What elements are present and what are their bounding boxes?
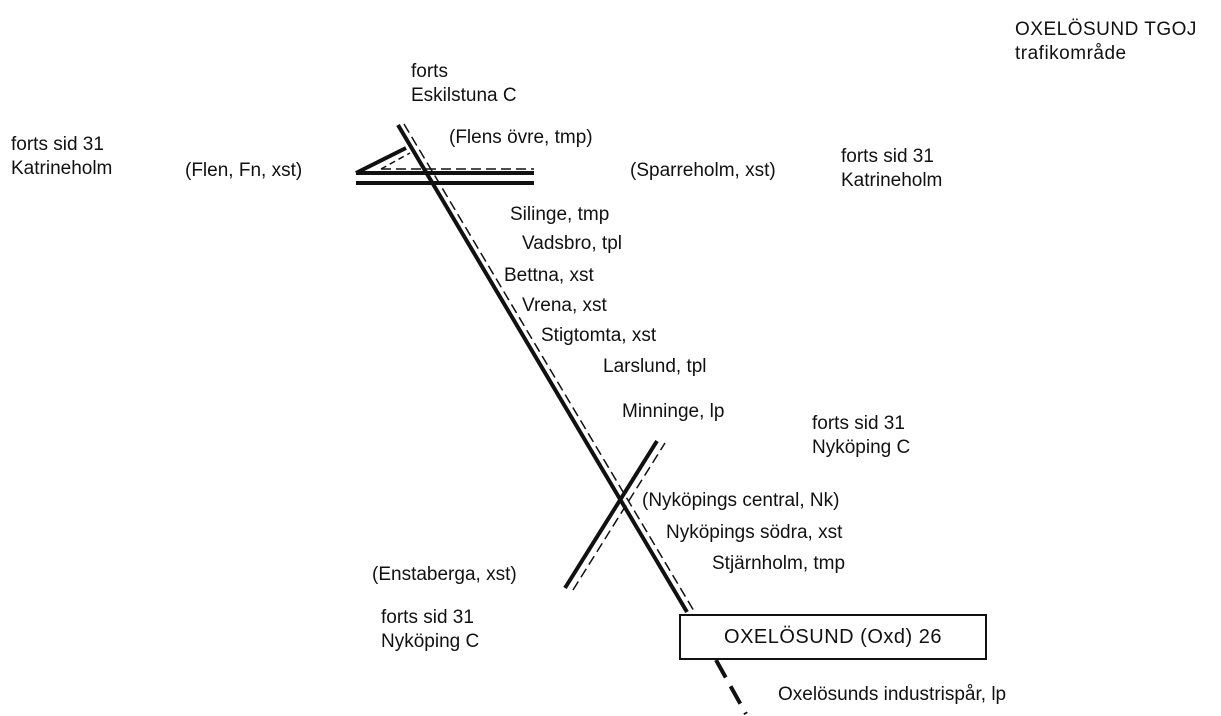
station-label: Stjärnholm, tmp xyxy=(712,553,846,574)
label-flen: (Flen, Fn, xst) xyxy=(185,160,303,181)
label-enstaberga: (Enstaberga, xst) xyxy=(372,564,517,585)
nykoping-cross-dashed xyxy=(572,442,666,591)
label-eskilstuna: forts Eskilstuna C xyxy=(411,60,517,108)
station-label: Silinge, tmp xyxy=(510,204,610,225)
terminus-box: OXELÖSUND (Oxd) 26 xyxy=(679,614,987,660)
terminus-name: OXELÖSUND (Oxd) 26 xyxy=(724,625,942,648)
nykoping-bottom-forts: forts sid 31 xyxy=(381,607,474,628)
station-label: Vrena, xst xyxy=(522,295,607,316)
label-flens-ovre: (Flens övre, tmp) xyxy=(449,127,593,148)
eskilstuna-name: Eskilstuna C xyxy=(411,85,517,106)
industrispar-line xyxy=(714,659,748,715)
main-line-dashed xyxy=(403,123,695,612)
nykoping-top-name: Nyköping C xyxy=(812,437,911,458)
header-title: OXELÖSUND TGOJ trafikområde xyxy=(1015,18,1197,66)
nykoping-bottom-name: Nyköping C xyxy=(381,631,480,652)
station-label: Nyköpings södra, xst xyxy=(666,522,843,543)
main-line xyxy=(396,123,689,614)
nykoping-cross-solid xyxy=(563,439,659,590)
station-label: Vadsbro, tpl xyxy=(522,233,622,254)
label-left-katrineholm: forts sid 31 Katrineholm xyxy=(11,133,112,181)
station-label: (Nyköpings central, Nk) xyxy=(642,490,840,511)
label-right-katrineholm: forts sid 31 Katrineholm xyxy=(841,145,942,193)
header-line2: trafikområde xyxy=(1015,43,1127,64)
label-nykoping-top: forts sid 31 Nyköping C xyxy=(812,412,910,460)
triangle-inner-dashed xyxy=(380,152,411,170)
header-line1: OXELÖSUND TGOJ xyxy=(1015,19,1197,40)
label-sparreholm: (Sparreholm, xst) xyxy=(630,160,776,181)
triangle-left xyxy=(355,146,407,175)
label-industrispar: Oxelösunds industrispår, lp xyxy=(778,684,1007,705)
label-nykoping-bottom: forts sid 31 Nyköping C xyxy=(381,606,479,654)
station-label: Bettna, xst xyxy=(504,265,594,286)
left-name: Katrineholm xyxy=(11,158,113,179)
station-label: Stigtomta, xst xyxy=(541,325,657,346)
station-label: Larslund, tpl xyxy=(603,356,707,377)
right-forts: forts sid 31 xyxy=(841,146,934,167)
nykoping-top-forts: forts sid 31 xyxy=(812,413,905,434)
eskilstuna-forts: forts xyxy=(411,61,448,82)
station-label: Minninge, lp xyxy=(622,401,725,422)
left-forts: forts sid 31 xyxy=(11,134,104,155)
right-name: Katrineholm xyxy=(841,170,943,191)
